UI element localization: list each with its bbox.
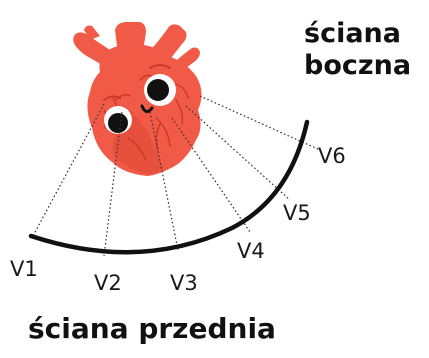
left-eye-pupil: [108, 113, 128, 133]
lead-label-v4: V4: [237, 239, 265, 263]
lead-label-v3: V3: [170, 271, 198, 295]
right-eye-pupil: [147, 79, 169, 101]
lead-label-v5: V5: [283, 201, 311, 225]
anterior-wall-label: ściana przednia: [28, 312, 276, 346]
lateral-wall-line2: boczna: [304, 50, 411, 82]
lateral-wall-line1: ściana: [304, 18, 411, 50]
heart-illustration: [73, 22, 201, 176]
lead-label-v2: V2: [94, 271, 122, 295]
v5-projection-line: [186, 106, 290, 200]
lateral-wall-label: ściana boczna: [304, 18, 411, 83]
lead-label-v6: V6: [318, 144, 346, 168]
v4-projection-line: [172, 118, 250, 232]
lead-label-v1: V1: [10, 257, 38, 281]
